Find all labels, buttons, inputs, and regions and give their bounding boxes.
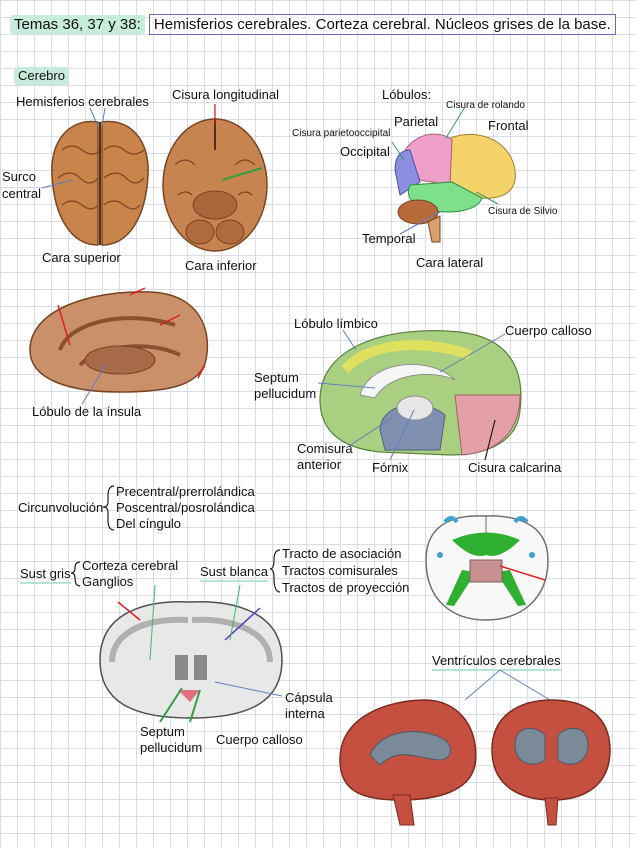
circ-item-cingulo: Del cíngulo (116, 516, 182, 531)
label-cisura-longitudinal: Cisura longitudinal (172, 87, 279, 102)
label-insula: Lóbulo de la ínsula (32, 404, 142, 419)
brain-ventricles-frontal (491, 699, 611, 826)
gris-item-corteza: Corteza cerebral (82, 558, 179, 573)
label-surco-2: central (2, 186, 42, 201)
label-cara-lateral: Cara lateral (416, 255, 484, 270)
label-coronal-septum-2: pellucidum (140, 740, 203, 755)
page-header: Temas 36, 37 y 38: Hemisferios cerebrale… (10, 14, 616, 35)
circ-item-precentral: Precentral/prerrolándica (116, 484, 255, 499)
label-cisura-silvio: Cisura de Silvio (488, 206, 558, 217)
brain-medial-insula (29, 291, 209, 393)
brace-sust-gris (70, 561, 81, 587)
label-cuerpo-calloso: Cuerpo calloso (505, 323, 592, 338)
label-cara-inferior: Cara inferior (185, 258, 257, 273)
blanca-item-proyeccion: Tractos de proyección (282, 580, 410, 595)
brain-ventricles-lateral (339, 699, 477, 826)
label-cisura-calcarina: Cisura calcarina (468, 460, 562, 475)
blanca-item-asociacion: Tracto de asociación (282, 546, 402, 561)
section-tag: Cerebro (14, 67, 69, 85)
brain-superior-view (51, 120, 149, 246)
brain-inferior-view (162, 118, 268, 252)
label-comisura-2: anterior (297, 457, 342, 472)
label-capsula-2: interna (285, 706, 325, 721)
label-ventriculos: Ventrículos cerebrales (432, 653, 561, 671)
label-cisura-parietooccipital: Cisura parietooccipital (292, 128, 391, 139)
label-sust-blanca: Sust blanca (200, 564, 268, 582)
label-parietal: Parietal (394, 114, 439, 129)
label-hemisferios: Hemisferios cerebrales (16, 94, 149, 109)
label-fornix: Fórnix (372, 460, 409, 475)
topic-title: Hemisferios cerebrales. Corteza cerebral… (148, 14, 616, 35)
brain-lobes-lateral (394, 133, 516, 243)
label-circunvolucion: Circunvolución (18, 500, 104, 515)
circ-item-poscentral: Poscentral/posrolándica (116, 500, 255, 515)
label-coronal-cuerpo-calloso: Cuerpo calloso (216, 732, 303, 747)
lobes-heading: Lóbulos: (382, 87, 432, 102)
brain-coronal-section (99, 601, 283, 719)
label-capsula-1: Cápsula (285, 690, 333, 705)
label-cisura-rolando: Cisura de rolando (446, 100, 525, 111)
label-sust-gris: Sust gris (20, 566, 71, 584)
label-coronal-septum-1: Septum (140, 724, 185, 739)
label-comisura-1: Comisura (297, 441, 353, 456)
label-lobulo-limbico: Lóbulo límbico (294, 316, 378, 331)
label-septum-1: Septum (254, 370, 299, 385)
brace-sust-blanca (269, 549, 281, 593)
brace-circunvolucion (102, 485, 115, 531)
label-frontal: Frontal (488, 118, 529, 133)
label-occipital: Occipital (340, 144, 390, 159)
brain-medial-view (319, 330, 522, 456)
white-matter-tracts-diagram (425, 515, 549, 621)
gris-item-ganglios: Ganglios (82, 574, 134, 589)
label-septum-2: pellucidum (254, 386, 317, 401)
label-cara-superior: Cara superior (42, 250, 121, 265)
label-surco-1: Surco (2, 169, 36, 184)
label-temporal: Temporal (362, 231, 416, 246)
blanca-item-comisurales: Tractos comisurales (282, 563, 398, 578)
topic-label: Temas 36, 37 y 38: (10, 15, 145, 34)
